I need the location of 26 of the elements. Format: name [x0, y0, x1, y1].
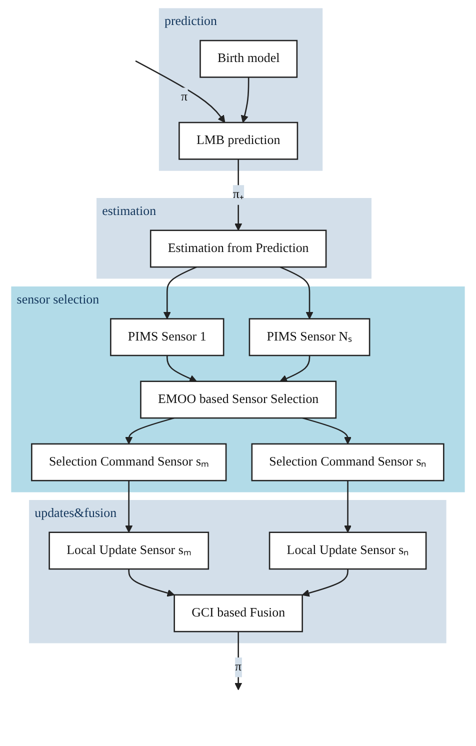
- arrow: [166, 355, 197, 382]
- node-box: Selection Command Sensor sₘ: [31, 443, 227, 482]
- arrow: [302, 569, 348, 597]
- arrow: [135, 60, 226, 123]
- arrow: [234, 632, 242, 690]
- node-box: PIMS Sensor 1: [110, 318, 224, 356]
- arrow: [280, 355, 310, 382]
- arrow: [163, 266, 197, 320]
- arrow: [280, 266, 314, 320]
- node-box: Estimation from Prediction: [150, 230, 327, 268]
- edge-label: π: [181, 90, 188, 104]
- arrow: [128, 569, 175, 597]
- node-box: PIMS Sensor Nₛ: [248, 318, 370, 356]
- node-box: Birth model: [200, 40, 298, 78]
- edge-label: π: [235, 660, 242, 674]
- node-box: Local Update Sensor sₙ: [268, 532, 427, 570]
- node-box: GCI based Fusion: [174, 594, 303, 632]
- arrow: [125, 480, 133, 533]
- node-box: Local Update Sensor sₘ: [48, 532, 210, 570]
- arrow: [234, 159, 242, 231]
- node-box: LMB prediction: [178, 122, 298, 160]
- node-box: EMOO based Sensor Selection: [140, 380, 337, 419]
- node-box: Selection Command Sensor sₙ: [251, 443, 444, 482]
- edge-label: π₊: [232, 188, 244, 202]
- arrow: [240, 77, 250, 123]
- arrow: [344, 480, 352, 533]
